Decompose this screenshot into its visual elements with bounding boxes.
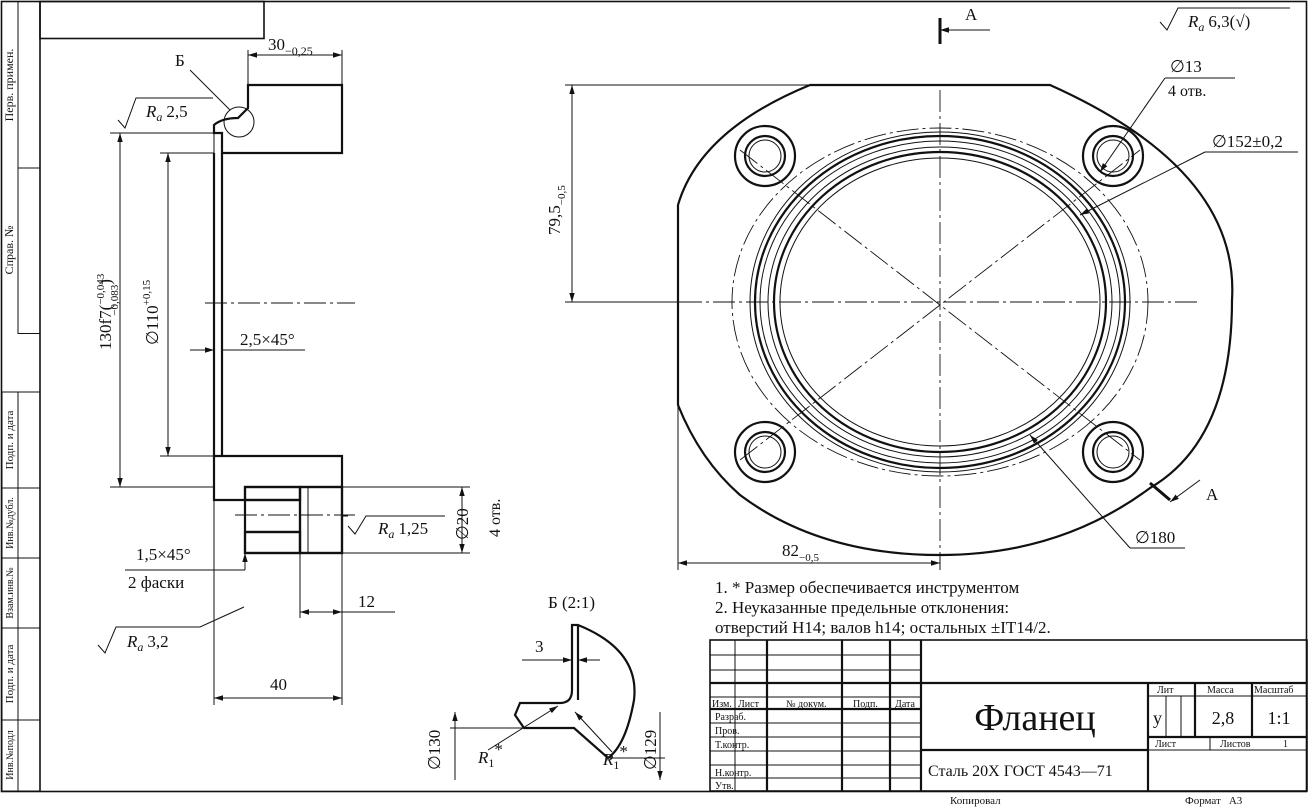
- col-list: Лист: [738, 699, 760, 710]
- note-line-2: 2. Неуказанные предельные отклонения:: [715, 598, 1009, 617]
- detail-dim-129: ∅129: [641, 730, 660, 770]
- sheet-label: Лист: [1155, 739, 1177, 750]
- chamfer-count: 2 фаски: [128, 573, 184, 592]
- dim-width-30: 30−0,25: [268, 35, 313, 58]
- dim-40: 40: [270, 675, 287, 694]
- technical-notes: 1. * Размер обеспечивается инструментом …: [715, 578, 1051, 637]
- hole-count-4: 4 отв.: [487, 499, 504, 537]
- title-block: Изм. Лист № докум. Подп. Дата Разраб. Пр…: [709, 639, 1308, 807]
- dim-152: ∅152±0,2: [1212, 132, 1283, 151]
- section-mark-a-bottom: А: [1206, 485, 1219, 504]
- detail-dim-130: ∅130: [425, 730, 444, 770]
- col-podp: Подп.: [853, 699, 878, 710]
- row-nkontr: Н.контр.: [715, 768, 751, 779]
- stamp-perv-primen: Перв. примен.: [2, 49, 16, 122]
- dim-hole-13: ∅13: [1170, 57, 1202, 76]
- massa-value: 2,8: [1212, 708, 1235, 728]
- detail-b-callout: Б: [175, 51, 185, 70]
- detail-radius-left: R1*: [477, 740, 503, 770]
- bolt-hole-bottom-right: [1081, 420, 1145, 484]
- stamp-podp-data-1: Подп. и дата: [4, 411, 16, 470]
- hdr-masshtab: Масштаб: [1254, 685, 1294, 696]
- row-tkontr: Т.контр.: [715, 740, 749, 751]
- dim-79-5: 79,5−0,5: [545, 185, 568, 235]
- stamp-sprav-no: Справ. №: [2, 226, 16, 275]
- stamp-inv-dubl: Инв.№дубл.: [5, 497, 16, 549]
- lit-value: у: [1153, 708, 1162, 728]
- sheets-label: Листов: [1220, 739, 1251, 750]
- bolt-hole-top-left: [733, 124, 797, 188]
- material: Сталь 20Х ГОСТ 4543—71: [928, 763, 1113, 780]
- note-line-3: отверстий H14; валов h14; остальных ±IT1…: [715, 618, 1051, 637]
- row-razrab: Разраб.: [715, 712, 746, 723]
- section-mark-a-top: А: [965, 5, 978, 24]
- hdr-lit: Лит: [1157, 685, 1174, 696]
- side-stamp: Перв. примен. Справ. № Подп. и дата Инв.…: [1, 1, 41, 792]
- note-line-1: 1. * Размер обеспечивается инструментом: [715, 578, 1019, 597]
- detail-radius-right: R1*: [602, 742, 628, 772]
- stamp-inv-podl: Инв.№подл: [5, 730, 16, 779]
- col-doc: № докум.: [786, 699, 827, 710]
- part-name: Фланец: [974, 697, 1096, 739]
- detail-dim-3: 3: [535, 637, 544, 656]
- chamfer-inner: 2,5×45°: [240, 330, 295, 349]
- dim-hole-13-count: 4 отв.: [1168, 83, 1206, 100]
- bolt-hole-bottom-left: [733, 420, 797, 484]
- dim-110: ∅110+0,15: [141, 279, 162, 345]
- dim-180: ∅180: [1135, 528, 1175, 547]
- sheets-value: 1: [1283, 739, 1288, 750]
- detail-title: Б (2:1): [548, 593, 595, 612]
- row-utv: Утв.: [715, 781, 734, 792]
- chamfer-outer: 1,5×45°: [136, 545, 191, 564]
- row-prov: Пров.: [715, 726, 739, 737]
- dim-82: 82−0,5: [782, 541, 819, 564]
- col-data: Дата: [895, 699, 915, 710]
- detail-view-b: Б (2:1) 3 ∅130 ∅129 R1* R1*: [425, 593, 665, 780]
- dim-hole-20: ∅20: [453, 508, 472, 540]
- bolt-hole-top-right: [1081, 124, 1145, 188]
- kopiroval: Копировал: [950, 795, 1001, 807]
- col-izm: Изм.: [712, 699, 732, 710]
- dim-12: 12: [358, 592, 375, 611]
- stamp-vzam-inv: Взам.инв.№: [5, 567, 16, 618]
- dim-130f7: 130f7(−0,043−0,083): [95, 273, 121, 350]
- stamp-podp-data-2: Подп. и дата: [4, 645, 16, 704]
- hdr-massa: Масса: [1207, 685, 1234, 696]
- masshtab-value: 1:1: [1267, 708, 1290, 728]
